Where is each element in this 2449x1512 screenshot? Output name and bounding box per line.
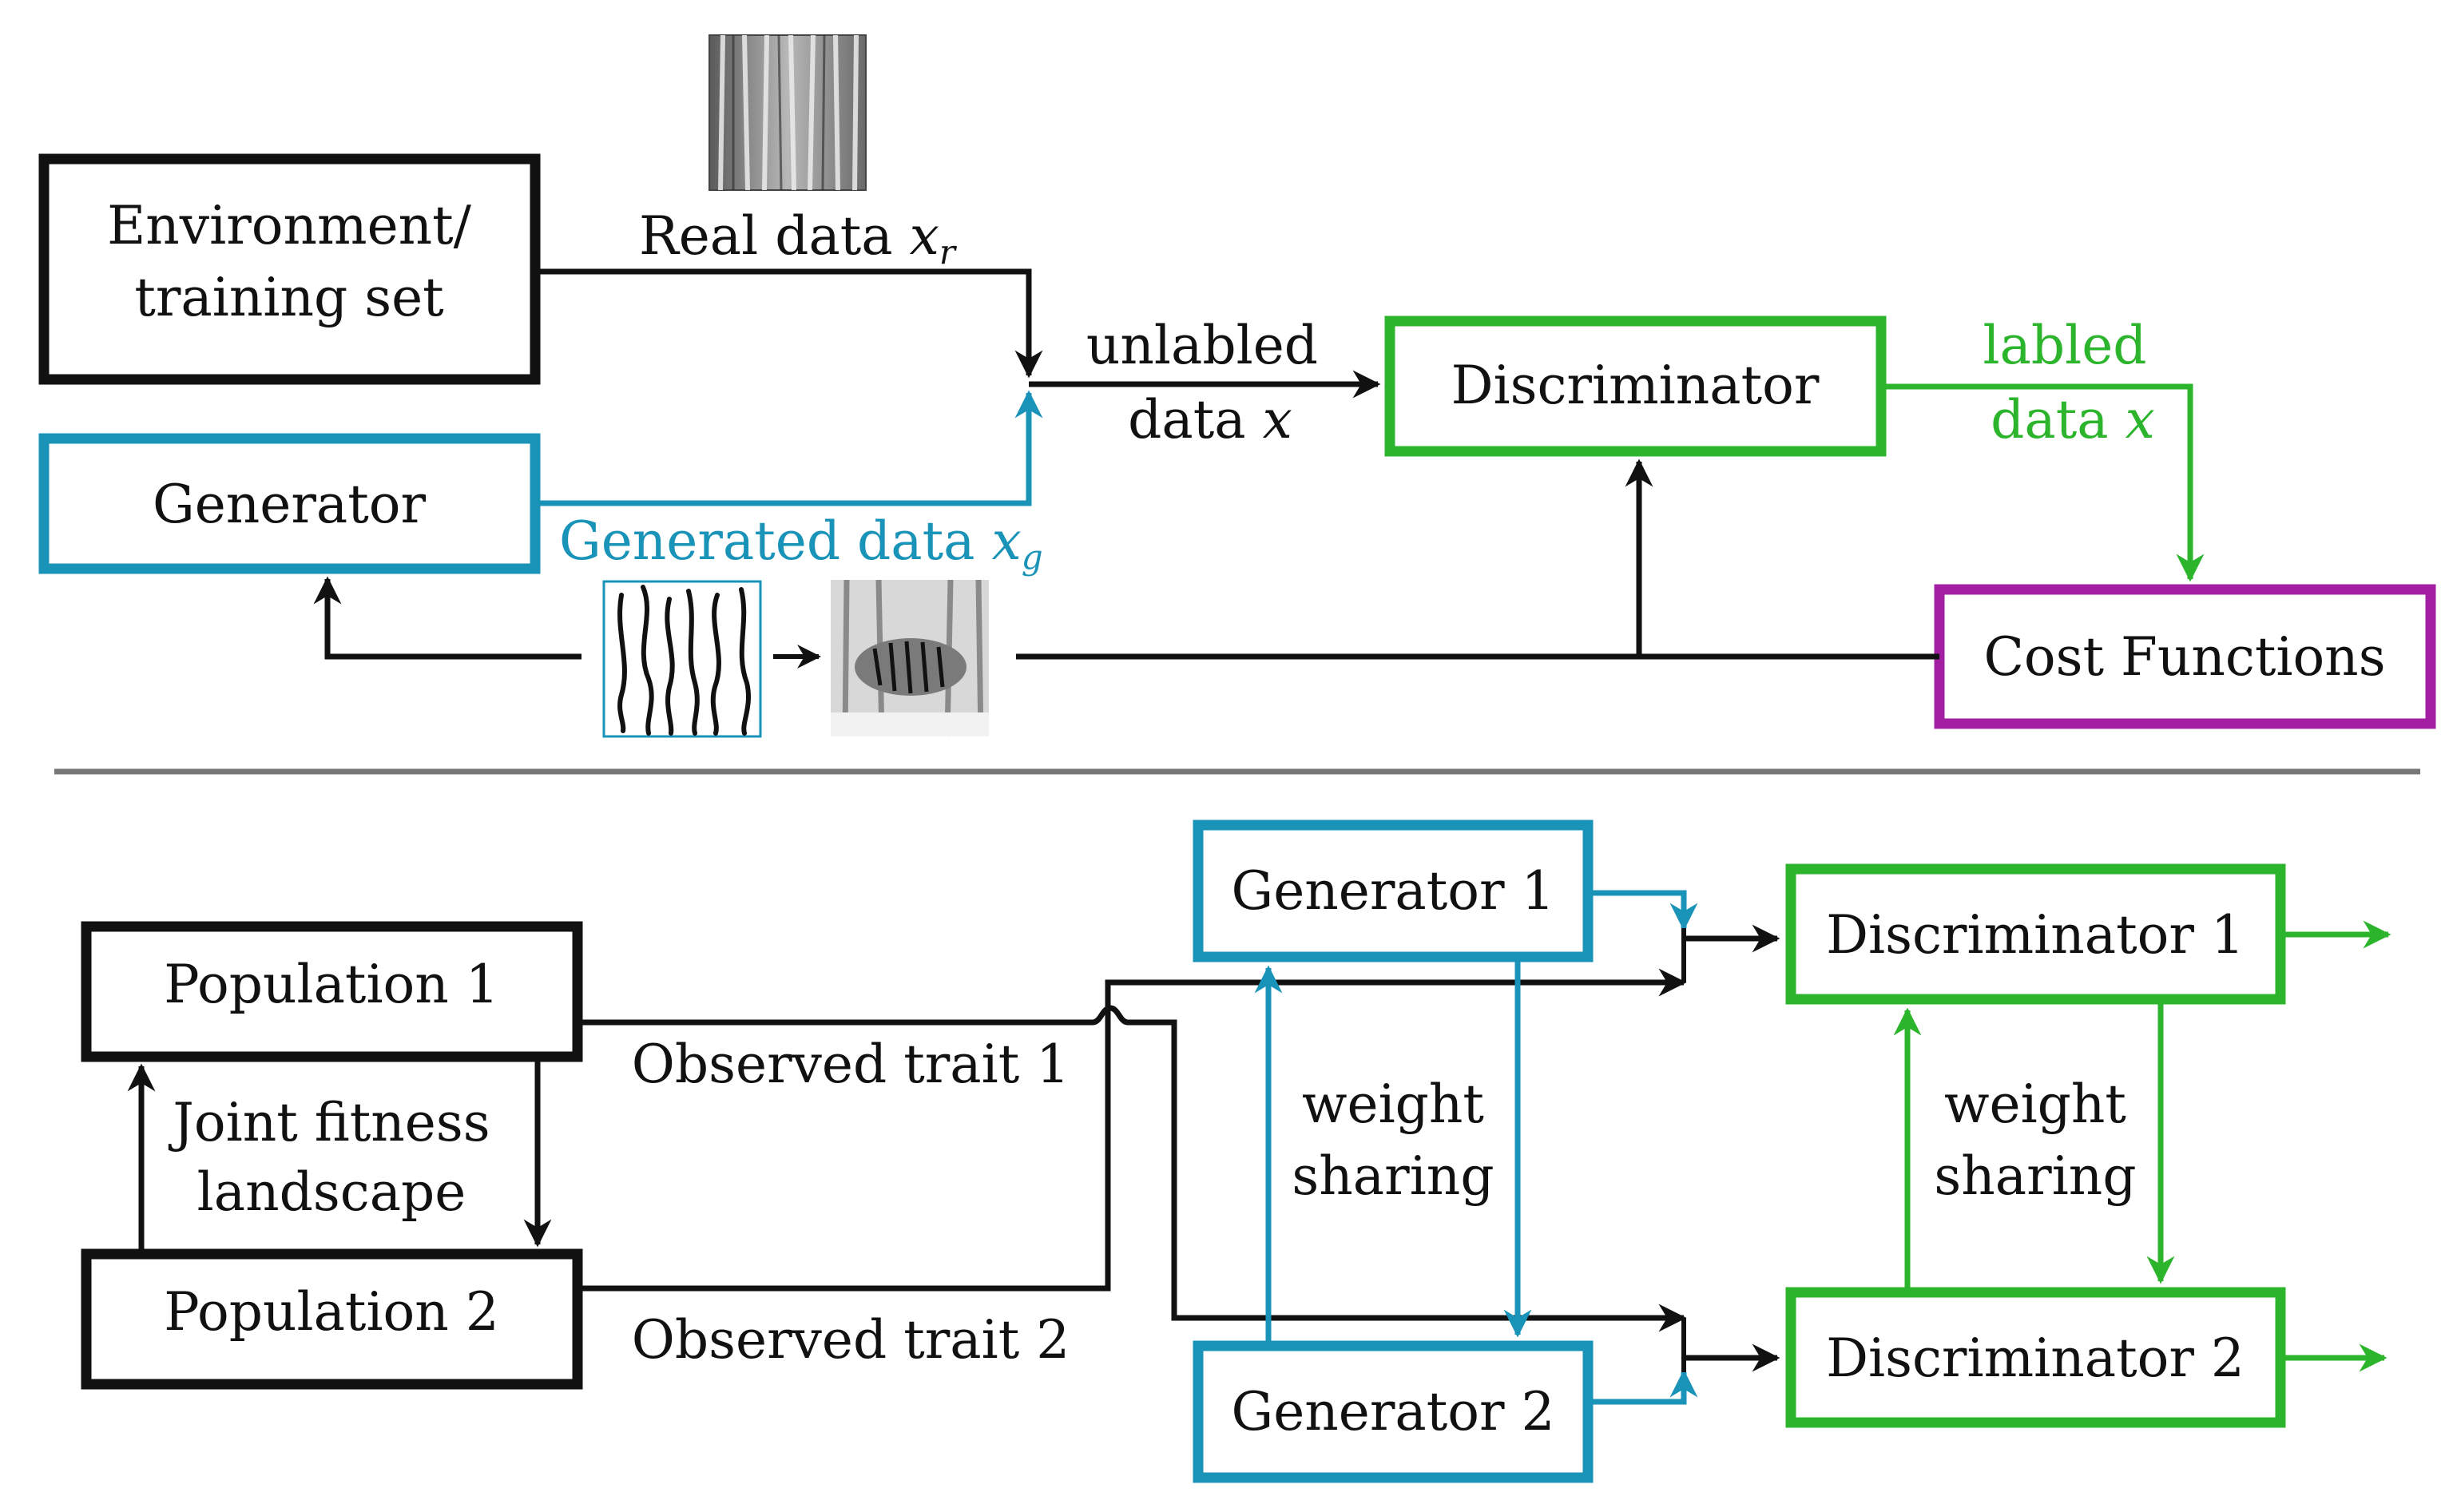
forest-image bbox=[709, 34, 867, 191]
joint-fitness-label-line1: Joint fitness bbox=[168, 1092, 490, 1153]
feedback-connector bbox=[313, 458, 1939, 669]
generator-weight-sharing-arrows bbox=[1254, 957, 1532, 1346]
discriminator-weight-sharing-label-line2: sharing bbox=[1934, 1145, 2136, 1207]
merge-to-discriminator-2 bbox=[1681, 1318, 1780, 1372]
real-data-connector bbox=[535, 268, 1043, 379]
generator-2-box: Generator 2 bbox=[1193, 1340, 1594, 1483]
observed-trait-1-label: Observed trait 1 bbox=[632, 1034, 1070, 1095]
discriminator-weight-sharing-arrows bbox=[1893, 999, 2175, 1292]
cost-functions-box: Cost Functions bbox=[1934, 584, 2436, 729]
population-1-label: Population 1 bbox=[164, 954, 499, 1015]
generator-label: Generator bbox=[153, 474, 427, 535]
joint-fitness-arrows bbox=[127, 1057, 552, 1254]
labled-data-connector bbox=[1881, 383, 2205, 582]
observed-trait-2-label: Observed trait 2 bbox=[632, 1309, 1070, 1371]
real-data-label: Real data xr bbox=[639, 205, 958, 272]
generated-data-label: Generated data xg bbox=[559, 510, 1043, 577]
joint-fitness-label-line2: landscape bbox=[197, 1161, 466, 1223]
discriminator-1-box: Discriminator 1 bbox=[1785, 863, 2286, 1005]
population-2-box: Population 2 bbox=[81, 1248, 583, 1390]
merge-to-discriminator-1 bbox=[1681, 924, 1780, 982]
environment-label-line2: training set bbox=[134, 267, 443, 328]
generator-weight-sharing-label-line1: weight bbox=[1302, 1073, 1484, 1135]
stripe-pattern-image bbox=[602, 580, 762, 738]
generator-1-box: Generator 1 bbox=[1193, 819, 1594, 962]
generator-1-output-connector bbox=[1588, 890, 1698, 931]
discriminator-box: Discriminator bbox=[1384, 315, 1887, 457]
population-2-label: Population 2 bbox=[164, 1281, 499, 1343]
observed-trait-2-connector bbox=[578, 968, 1687, 1292]
population-1-box: Population 1 bbox=[81, 921, 583, 1062]
unlabled-label-line2: data x bbox=[1128, 389, 1292, 450]
generator-2-label: Generator 2 bbox=[1231, 1381, 1554, 1443]
generator-1-label: Generator 1 bbox=[1231, 860, 1554, 922]
tiger-image bbox=[831, 579, 989, 737]
labled-label-line2: data x bbox=[1991, 389, 2155, 450]
discriminator-1-label: Discriminator 1 bbox=[1826, 904, 2245, 966]
generator-2-output-connector bbox=[1588, 1369, 1698, 1405]
unlabled-label-line1: unlabled bbox=[1086, 315, 1318, 376]
generated-data-connector bbox=[535, 390, 1043, 506]
discriminator-weight-sharing-label-line1: weight bbox=[1944, 1073, 2126, 1135]
environment-label-line1: Environment/ bbox=[107, 195, 472, 256]
generator-weight-sharing-label-line2: sharing bbox=[1292, 1145, 1494, 1207]
environment-box: Environment/ training set bbox=[38, 153, 541, 385]
discriminator-2-box: Discriminator 2 bbox=[1785, 1287, 2286, 1428]
labled-label-line1: labled bbox=[1983, 315, 2146, 376]
generator-box: Generator bbox=[38, 433, 541, 574]
discriminator-2-label: Discriminator 2 bbox=[1826, 1327, 2245, 1389]
discriminator-label: Discriminator bbox=[1451, 355, 1820, 416]
cost-functions-label: Cost Functions bbox=[1983, 626, 2385, 688]
